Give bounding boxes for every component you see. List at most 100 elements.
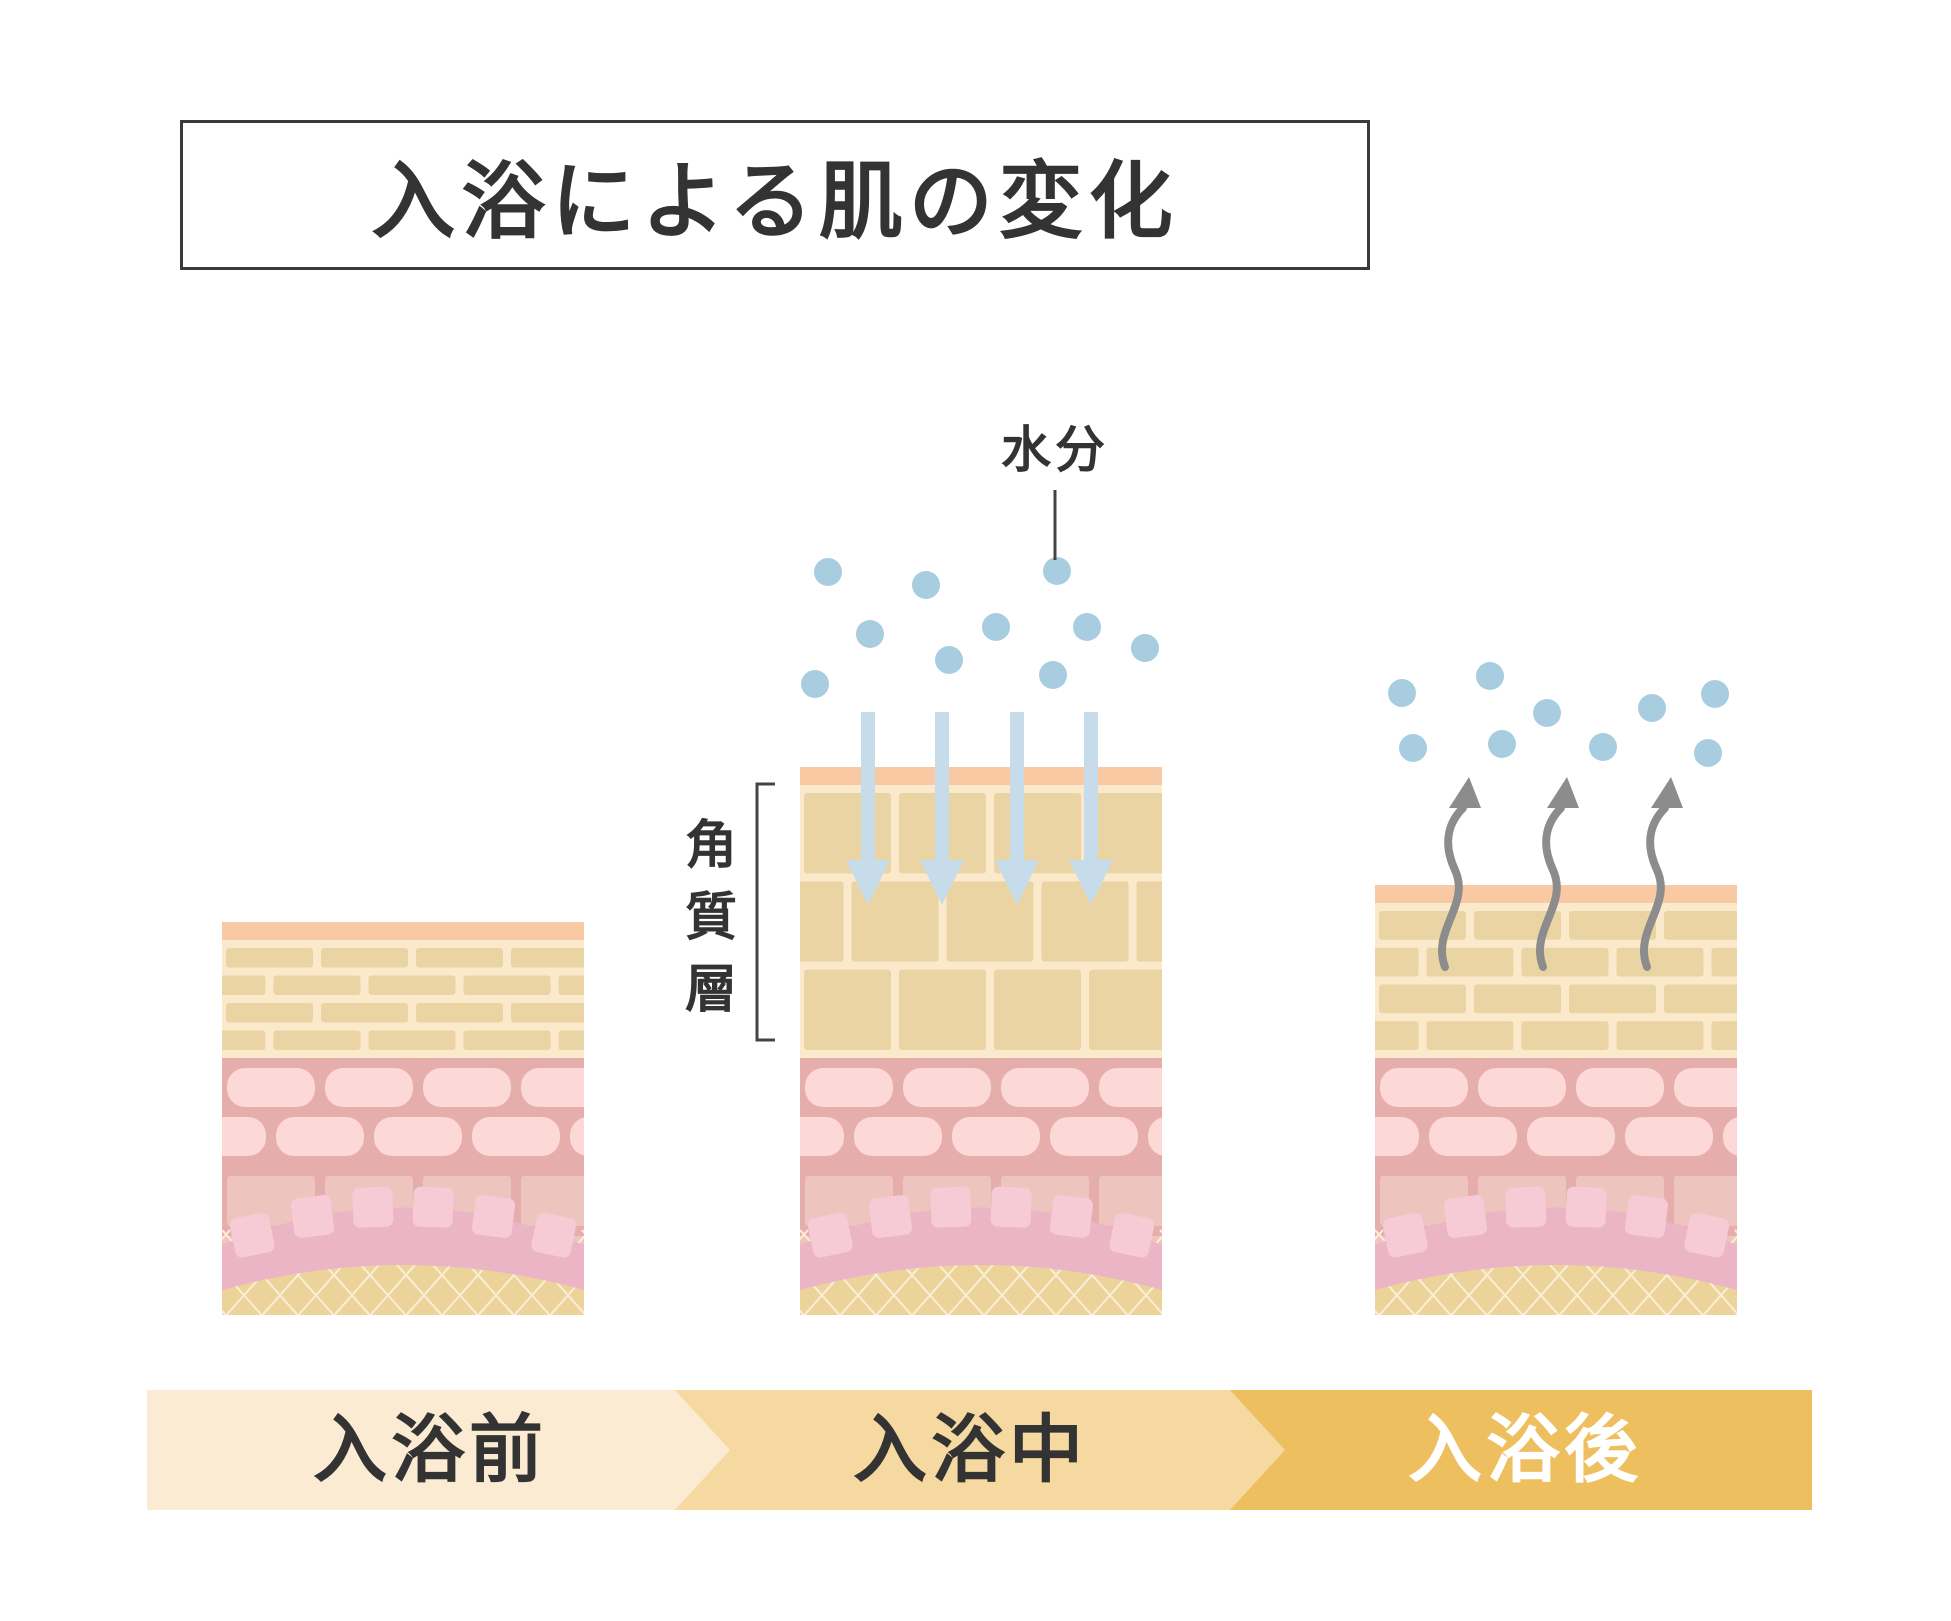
down-arrow-shaft — [861, 712, 875, 862]
dermis-mesh-line — [1304, 1230, 1384, 1320]
stratum-corneum-brick — [511, 948, 584, 968]
down-arrow-shaft — [1084, 712, 1098, 862]
stratum-corneum-brick — [1426, 1021, 1514, 1050]
dermis-mesh-line — [618, 1230, 698, 1320]
stratum-corneum-brick — [463, 975, 551, 995]
epidermis-upper-brick — [227, 1068, 315, 1107]
water-label: 水分 — [1001, 421, 1109, 479]
stratum-corneum-brick — [416, 1003, 503, 1023]
stratum-corneum-brick — [558, 975, 584, 995]
dermis-mesh-line — [620, 1230, 700, 1320]
stratum-corneum-brick — [463, 1030, 551, 1050]
dermis-mesh-line — [1771, 1230, 1851, 1320]
epidermis-upper-brick — [222, 1117, 266, 1156]
water-droplet — [814, 558, 842, 586]
water-droplet — [935, 646, 963, 674]
dermis-mesh-line — [1127, 1275, 1162, 1315]
stratum-corneum-brick — [273, 975, 361, 995]
basal-cell — [869, 1195, 912, 1238]
dermis-mesh-line — [656, 1230, 736, 1320]
stratum-corneum-brick — [226, 948, 313, 968]
dermis-mesh-line — [582, 1230, 662, 1320]
dermis-mesh-line — [222, 1309, 227, 1315]
basal-cell — [352, 1186, 394, 1228]
dermis-mesh-line — [222, 1229, 231, 1241]
dermis-mesh-line — [1159, 1230, 1239, 1320]
dermis-mesh-line — [1375, 1229, 1384, 1241]
stratum-corneum-brick — [1616, 947, 1704, 977]
water-droplet — [1043, 557, 1071, 585]
stratum-corneum-brick — [1089, 969, 1162, 1050]
stratum-corneum-brick — [1521, 947, 1609, 977]
basal-cell — [1565, 1186, 1607, 1228]
stratum-corneum-brick — [368, 1030, 456, 1050]
stratum-char: 質 — [684, 888, 737, 948]
stratum-corneum-bricks — [222, 948, 584, 1050]
basal-cell — [472, 1195, 515, 1238]
basal-cell — [291, 1195, 334, 1238]
stratum-corneum-brick — [1375, 947, 1419, 977]
dermis-mesh-line — [800, 1309, 805, 1315]
dermis-mesh-line — [1268, 1230, 1348, 1320]
epidermis-upper-brick — [521, 1068, 584, 1107]
up-arrow-head — [1449, 777, 1481, 808]
epidermis-upper-bricks — [1375, 1068, 1737, 1156]
dermis-mesh-line — [6, 1230, 86, 1320]
stratum-bracket — [755, 782, 775, 1042]
step-band-before — [147, 1390, 730, 1510]
basal-cell — [412, 1186, 454, 1228]
stratum-corneum-brick — [511, 1003, 584, 1023]
dermis-mesh-line — [42, 1230, 122, 1320]
basal-cell — [1684, 1212, 1730, 1258]
epidermis-upper-brick — [1576, 1068, 1664, 1107]
dermis-mesh-line — [654, 1230, 734, 1320]
dermis-mesh-line — [78, 1230, 158, 1320]
dermis-mesh-line — [800, 1229, 809, 1241]
moisture-evaporation-arrows — [1437, 777, 1683, 971]
dermis-mesh-line — [1807, 1230, 1887, 1320]
water-droplet — [982, 613, 1010, 641]
dermis-mesh-line — [1879, 1230, 1951, 1320]
water-droplets-escaping — [1388, 662, 1729, 767]
epidermis-upper-brick — [570, 1117, 584, 1156]
dermis-mesh-line — [726, 1230, 806, 1320]
stratum-corneum-brick — [800, 881, 844, 962]
dermis-mesh-line — [1195, 1230, 1275, 1320]
stratum-corneum-brick — [222, 975, 266, 995]
dermis-base — [6, 1186, 806, 1320]
dermis-mesh-line — [1879, 1230, 1951, 1320]
epidermis-upper-brick — [325, 1068, 413, 1107]
title-box: 入浴による肌の変化 — [180, 120, 1370, 270]
water-droplet — [1701, 680, 1729, 708]
epidermis-upper-bricks — [800, 1068, 1162, 1156]
epidermis-lower-brick — [521, 1176, 584, 1226]
epidermis-upper-brick — [472, 1117, 560, 1156]
skin-panel-after — [1159, 885, 1951, 1320]
stratum-corneum-brick — [1664, 984, 1737, 1014]
up-arrow-wave — [1535, 804, 1565, 971]
skin-surface — [222, 922, 584, 940]
stratum-corneum-brick — [1569, 984, 1656, 1014]
stratum-corneum-brick — [222, 1030, 266, 1050]
up-arrow-head — [1547, 777, 1579, 808]
basal-cell — [1050, 1195, 1093, 1238]
down-arrow-shaft — [935, 712, 949, 862]
dermis-mesh-line — [690, 1230, 770, 1320]
water-droplet — [1039, 661, 1067, 689]
epidermis-upper-brick — [854, 1117, 942, 1156]
stratum-corneum-brick — [1379, 984, 1466, 1014]
epidermis-upper-brick — [276, 1117, 364, 1156]
dermis-mesh-line — [1375, 1309, 1380, 1315]
basal-cell — [807, 1212, 853, 1258]
water-droplet — [912, 571, 940, 599]
water-droplet — [1589, 733, 1617, 761]
dermis-mesh-line — [1915, 1230, 1951, 1320]
stratum-corneum-brick — [1474, 984, 1561, 1014]
basal-cell — [1382, 1212, 1428, 1258]
epidermis-upper-brick — [805, 1068, 893, 1107]
stratum-corneum-brick — [1569, 911, 1656, 940]
stratum-corneum-brick — [946, 881, 1034, 962]
water-droplet — [1131, 634, 1159, 662]
water-droplet — [1388, 679, 1416, 707]
